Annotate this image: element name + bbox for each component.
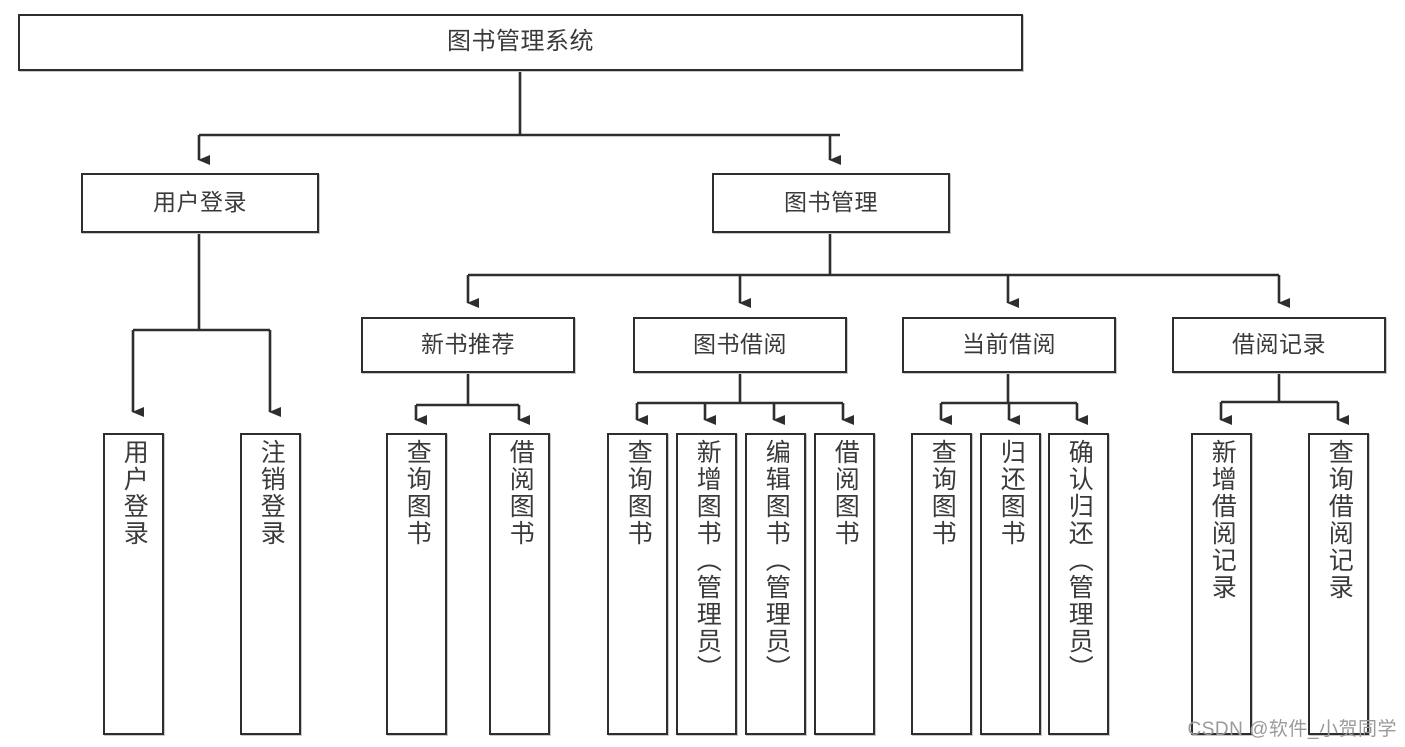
leaf-borrow-book-2[interactable]: 借阅图书	[814, 433, 875, 735]
node-borrow-record-label: 借阅记录	[1232, 331, 1326, 358]
leaf-borrow-book-1[interactable]: 借阅图书	[489, 433, 550, 735]
node-book-borrow[interactable]: 图书借阅	[633, 317, 847, 373]
leaf-user-login[interactable]: 用户登录	[103, 433, 164, 735]
node-new-book-recommend[interactable]: 新书推荐	[361, 317, 575, 373]
leaf-query-record[interactable]: 查询借阅记录	[1308, 433, 1369, 735]
leaf-query-record-label: 查询借阅记录	[1325, 439, 1354, 601]
leaf-add-record-label: 新增借阅记录	[1208, 439, 1237, 601]
node-user-login-label: 用户登录	[153, 189, 247, 216]
node-book-manage-label: 图书管理	[784, 189, 878, 216]
leaf-edit-book-label: 编辑图书（管理员）	[762, 439, 791, 682]
leaf-query-book-3[interactable]: 查询图书	[911, 433, 972, 735]
leaf-borrow-book-1-label: 借阅图书	[506, 439, 535, 547]
leaf-return-book[interactable]: 归还图书	[980, 433, 1041, 735]
leaf-query-book-2-label: 查询图书	[624, 439, 653, 547]
leaf-add-book[interactable]: 新增图书（管理员）	[676, 433, 737, 735]
node-current-borrow-label: 当前借阅	[962, 331, 1056, 358]
leaf-query-book-1-label: 查询图书	[403, 439, 432, 547]
leaf-edit-book[interactable]: 编辑图书（管理员）	[745, 433, 806, 735]
node-book-borrow-label: 图书借阅	[693, 331, 787, 358]
node-root[interactable]: 图书管理系统	[18, 14, 1023, 71]
leaf-user-login-label: 用户登录	[120, 439, 149, 547]
node-book-manage[interactable]: 图书管理	[712, 173, 950, 233]
leaf-query-book-3-label: 查询图书	[928, 439, 957, 547]
leaf-confirm-return[interactable]: 确认归还（管理员）	[1048, 433, 1109, 735]
node-new-book-recommend-label: 新书推荐	[421, 331, 515, 358]
leaf-query-book-2[interactable]: 查询图书	[607, 433, 668, 735]
leaf-return-book-label: 归还图书	[997, 439, 1026, 547]
leaf-query-book-1[interactable]: 查询图书	[386, 433, 447, 735]
node-user-login[interactable]: 用户登录	[81, 173, 319, 233]
leaf-confirm-return-label: 确认归还（管理员）	[1065, 439, 1094, 682]
csdn-watermark: CSDN @软件_小贺同学	[1187, 719, 1397, 740]
leaf-add-record[interactable]: 新增借阅记录	[1191, 433, 1252, 735]
leaf-logout-login[interactable]: 注销登录	[240, 433, 301, 735]
node-root-label: 图书管理系统	[447, 28, 594, 56]
leaf-borrow-book-2-label: 借阅图书	[831, 439, 860, 547]
node-borrow-record[interactable]: 借阅记录	[1172, 317, 1386, 373]
leaf-logout-login-label: 注销登录	[257, 439, 286, 547]
leaf-add-book-label: 新增图书（管理员）	[693, 439, 722, 682]
node-current-borrow[interactable]: 当前借阅	[902, 317, 1116, 373]
